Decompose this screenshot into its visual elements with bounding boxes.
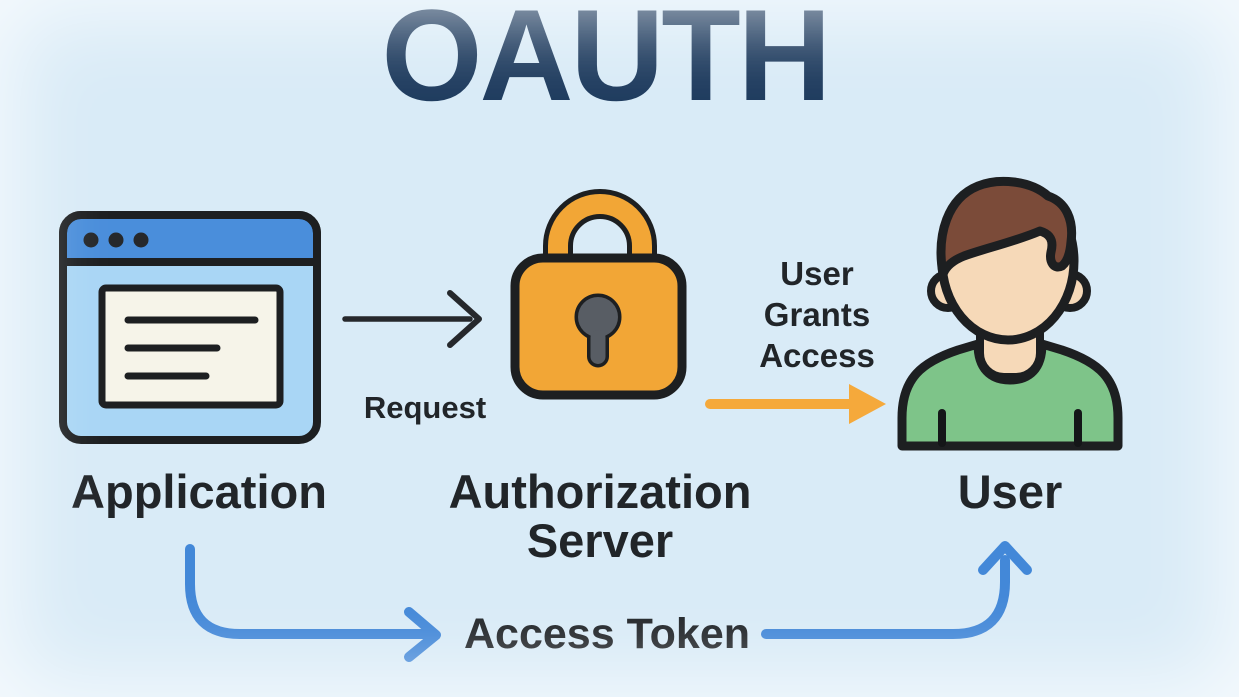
browser-window-dots <box>83 232 149 248</box>
auth-server-label: Authorization Server <box>449 467 752 565</box>
grants-label-line2: Grants <box>763 296 871 333</box>
person-icon <box>897 176 1123 451</box>
page-title: OAUTH <box>381 0 831 128</box>
application-label: Application <box>71 465 327 518</box>
auth-server-label-line1: Authorization <box>448 465 752 518</box>
keyhole <box>574 293 622 368</box>
access-token-arrow <box>185 541 1032 662</box>
request-arrow <box>342 290 482 348</box>
grants-label-line3: Access <box>759 337 875 374</box>
hair <box>936 176 1077 279</box>
padlock-icon <box>510 189 687 400</box>
request-label: Request <box>363 390 487 425</box>
browser-window-icon <box>59 211 321 444</box>
sleeve-lines <box>938 409 1082 447</box>
user-grants-access-label: User Grants Access <box>759 253 875 376</box>
user-label: User <box>957 465 1063 518</box>
auth-server-label-line2: Server <box>526 514 674 567</box>
browser-content-lines <box>124 316 259 380</box>
user-grants-access-arrow <box>705 384 886 424</box>
access-token-label: Access Token <box>463 610 751 658</box>
grants-label-line1: User <box>780 255 854 292</box>
